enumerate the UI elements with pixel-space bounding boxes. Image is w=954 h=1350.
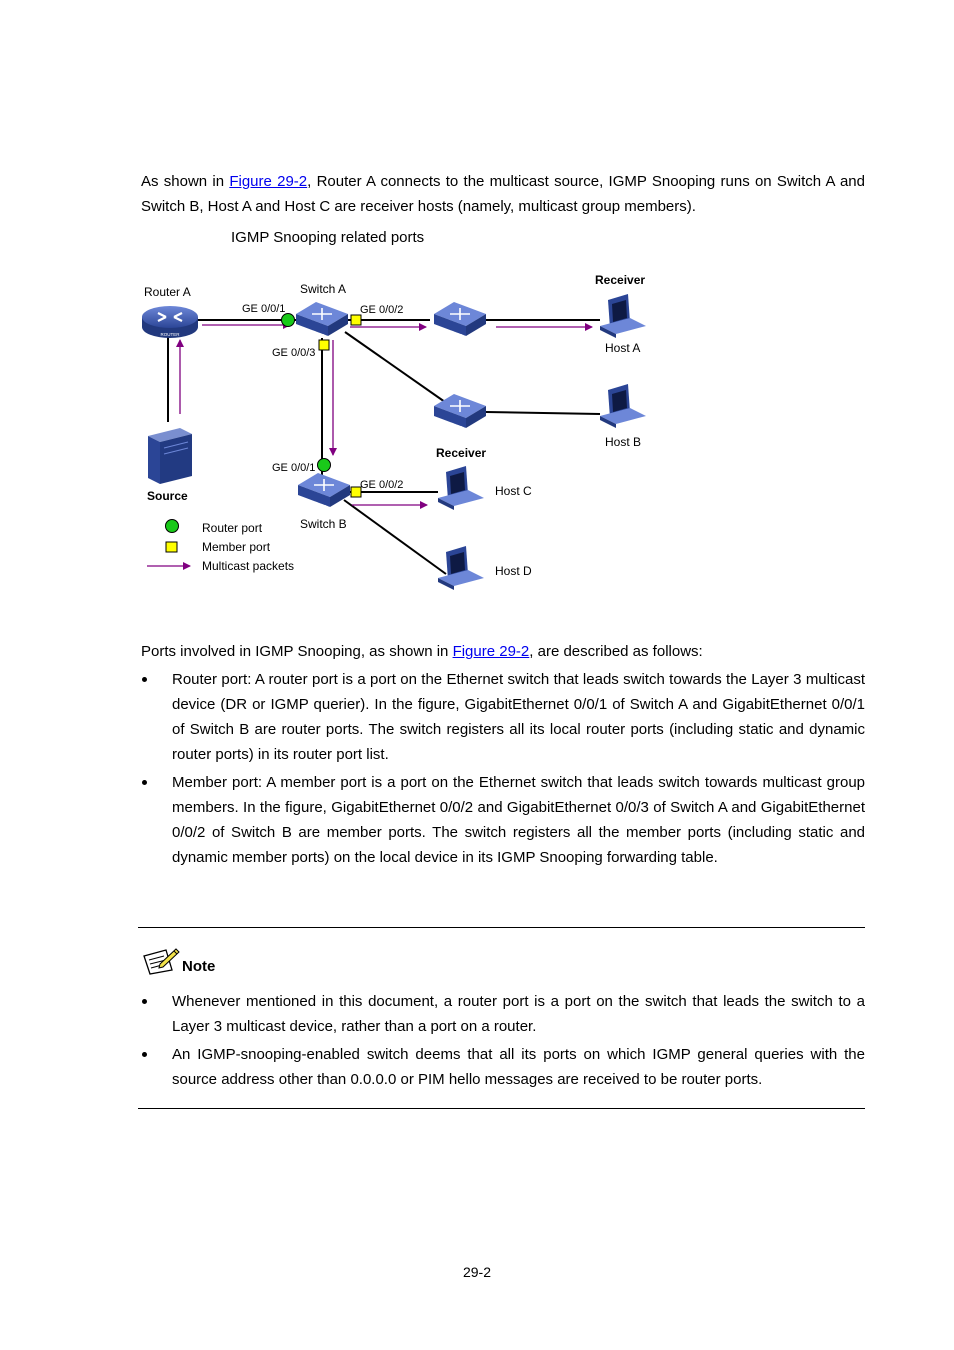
list-item-text: Whenever mentioned in this document, a r… (172, 993, 865, 1035)
link-switch-a-switch-2 (344, 331, 446, 403)
svg-text:SWITCH: SWITCH (450, 421, 467, 431)
bullet-icon (142, 1052, 147, 1057)
svg-text:SWITCH: SWITCH (450, 329, 467, 339)
ports-intro-text-after: , are described as follows: (529, 643, 703, 660)
note-list: Whenever mentioned in this document, a r… (141, 989, 865, 1095)
switch-a-icon[interactable]: SWITCH (296, 302, 348, 339)
figure-link-2[interactable]: Figure 29-2 (452, 643, 530, 660)
router-a-icon[interactable]: ROUTER (142, 306, 198, 338)
port-label-switch-a-ge003: GE 0/0/3 (272, 347, 315, 359)
router-a-label: Router A (144, 285, 191, 299)
list-item: Member port: A member port is a port on … (141, 770, 865, 870)
port-label-switch-b-ge002: GE 0/0/2 (360, 479, 403, 491)
ports-intro-text-before: Ports involved in IGMP Snooping, as show… (141, 643, 453, 660)
source-label: Source (147, 489, 188, 503)
page-number: 29-2 (462, 1264, 492, 1280)
host-b-label: Host B (605, 435, 641, 449)
router-port-switch-b-marker (317, 458, 331, 472)
list-item: Whenever mentioned in this document, a r… (141, 989, 865, 1039)
legend-member-port-label: Member port (202, 540, 271, 554)
network-diagram: ROUTER Router A Source SWITCH Switch A S… (142, 273, 646, 590)
switch-1-icon[interactable]: SWITCH (434, 302, 486, 339)
member-port-switch-a-ge003-marker (318, 339, 330, 351)
svg-text:SWITCH: SWITCH (312, 329, 329, 339)
link-switch-b-host-d (343, 499, 447, 575)
router-port-switch-a-marker (281, 313, 295, 327)
list-item-text: An IGMP-snooping-enabled switch deems th… (172, 1046, 865, 1088)
note-bottom-rule (138, 1108, 865, 1109)
legend-multicast-packets-label: Multicast packets (202, 559, 294, 573)
host-a-label: Host A (605, 341, 640, 355)
port-label-switch-a-ge001: GE 0/0/1 (242, 303, 285, 315)
receiver-label-2: Receiver (436, 446, 486, 460)
switch-b-icon[interactable]: SWITCH (298, 473, 350, 510)
source-server-icon[interactable] (148, 428, 192, 484)
legend-router-port-symbol (165, 519, 179, 533)
ports-intro-paragraph: Ports involved in IGMP Snooping, as show… (141, 639, 865, 664)
svg-text:ROUTER: ROUTER (161, 332, 181, 337)
member-port-switch-b-ge002-marker (350, 486, 362, 498)
legend-member-port-symbol (165, 541, 178, 553)
switch-a-label: Switch A (300, 282, 346, 296)
host-b-icon[interactable] (600, 384, 646, 428)
legend-router-port-label: Router port (202, 521, 263, 535)
intro-text-after: , Router A connects to the multicast sou… (141, 173, 865, 215)
port-description-list: Router port: A router port is a port on … (141, 667, 865, 873)
note-top-rule (138, 927, 865, 928)
note-header: Note (142, 946, 215, 976)
host-c-label: Host C (495, 484, 532, 498)
network-links (167, 319, 601, 575)
host-d-label: Host D (495, 564, 532, 578)
port-label-switch-a-ge002: GE 0/0/2 (360, 304, 403, 316)
diagram-legend: Router port Member port Multicast packet… (147, 519, 294, 573)
port-label-switch-b-ge001: GE 0/0/1 (272, 462, 315, 474)
host-a-icon[interactable] (600, 294, 646, 338)
bullet-icon (142, 780, 147, 785)
bullet-icon (142, 999, 147, 1004)
list-item: Router port: A router port is a port on … (141, 667, 865, 767)
list-item-text: Member port: A member port is a port on … (172, 774, 865, 866)
figure-link[interactable]: Figure 29-2 (229, 173, 308, 190)
host-d-icon[interactable] (438, 546, 484, 590)
figure-caption: IGMP Snooping related ports (231, 229, 425, 246)
switch-b-label: Switch B (300, 517, 347, 531)
multicast-arrows (176, 321, 593, 509)
intro-paragraph: As shown in Figure 29-2, Router A connec… (141, 169, 865, 219)
intro-text-before: As shown in (141, 173, 230, 190)
svg-text:SWITCH: SWITCH (314, 500, 331, 510)
bullet-icon (142, 677, 147, 682)
receiver-label-1: Receiver (595, 273, 645, 287)
note-label: Note (182, 958, 216, 975)
host-c-icon[interactable] (438, 466, 484, 510)
note-icon (143, 948, 180, 975)
list-item-text: Router port: A router port is a port on … (172, 671, 865, 763)
link-switch-2-host-b (485, 411, 601, 415)
switch-2-icon[interactable]: SWITCH (434, 394, 486, 431)
member-port-switch-a-ge002-marker (350, 314, 362, 326)
list-item: An IGMP-snooping-enabled switch deems th… (141, 1042, 865, 1092)
